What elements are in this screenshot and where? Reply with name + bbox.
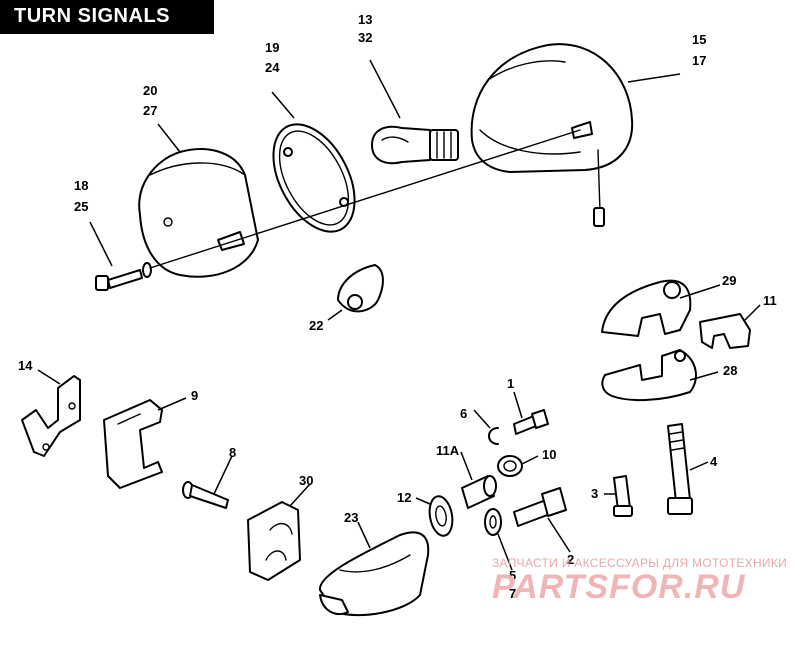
lens-cap-part <box>138 148 259 278</box>
callout-2: 2 <box>567 552 574 567</box>
bracket-part-14 <box>21 375 81 457</box>
callout-20: 20 <box>143 83 157 98</box>
screw-part <box>95 262 152 291</box>
callout-32: 32 <box>358 30 372 45</box>
watermark-logo: PARTSFOR.RU <box>492 568 746 606</box>
bolt-part-1 <box>513 409 549 435</box>
callout-25: 25 <box>74 199 88 214</box>
bracket-part-9 <box>103 399 163 489</box>
spacer-part-11a <box>461 475 497 509</box>
callout-8: 8 <box>229 445 236 460</box>
callout-22: 22 <box>309 318 323 333</box>
watermark-tagline: ЗАПЧАСТИ И АКСЕССУАРЫ ДЛЯ МОТОТЕХНИКИ <box>492 556 788 570</box>
callout-17: 17 <box>692 53 706 68</box>
callout-15: 15 <box>692 32 706 47</box>
screw-part-3 <box>613 475 633 517</box>
lamp-housing-part <box>470 43 634 227</box>
callout-14: 14 <box>18 358 33 373</box>
bracket-part-11 <box>699 313 751 349</box>
callout-18: 18 <box>74 178 88 193</box>
washer-part-5-7 <box>484 508 502 536</box>
callout-24: 24 <box>265 60 280 75</box>
clamp-upper-part <box>601 279 692 337</box>
assembly-axis-line <box>149 129 581 269</box>
callout-10: 10 <box>542 447 556 462</box>
callout-4: 4 <box>710 454 718 469</box>
clamp-lower-part <box>601 349 697 402</box>
callout-11a: 11A <box>436 443 460 458</box>
c-clip-part <box>488 427 499 445</box>
callout-7: 7 <box>509 586 516 601</box>
callout-27: 27 <box>143 103 157 118</box>
callout-1: 1 <box>507 376 514 391</box>
callout-19: 19 <box>265 40 279 55</box>
leader-lines <box>37 59 761 571</box>
callout-23: 23 <box>344 510 358 525</box>
grommet-part <box>247 501 301 581</box>
long-bolt-part <box>667 423 693 515</box>
rivet-part <box>182 481 229 509</box>
page-title: TURN SIGNALS <box>14 5 170 27</box>
gasket-ring-part <box>272 123 356 233</box>
callout-6: 6 <box>460 406 467 421</box>
callout-11: 11 <box>763 293 777 308</box>
bolt-part-2 <box>513 487 567 527</box>
callout-3: 3 <box>591 486 598 501</box>
stem-housing-part <box>319 531 430 617</box>
callout-30: 30 <box>299 473 313 488</box>
bulb-part <box>371 125 459 165</box>
callout-29: 29 <box>722 273 736 288</box>
washer-part-12 <box>428 495 454 537</box>
callout-13: 13 <box>358 12 372 27</box>
bushing-part <box>497 455 523 477</box>
callout-9: 9 <box>191 388 198 403</box>
callout-labels: 13 32 19 24 20 27 15 17 18 25 22 29 11 2… <box>18 12 777 601</box>
clip-part-22 <box>337 264 384 313</box>
title-banner: TURN SIGNALS <box>0 0 214 34</box>
callout-5: 5 <box>509 568 516 583</box>
callout-12: 12 <box>397 490 411 505</box>
callout-28: 28 <box>723 363 737 378</box>
